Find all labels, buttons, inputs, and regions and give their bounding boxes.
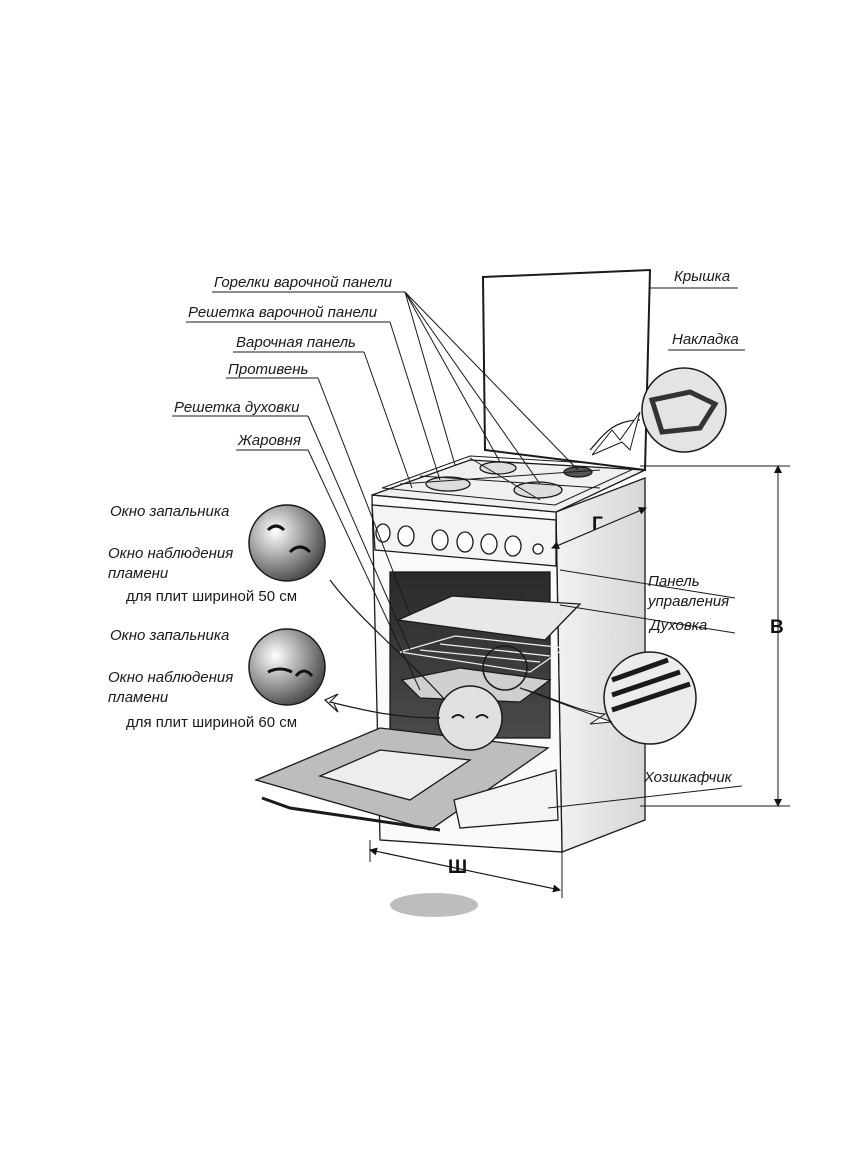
arrow-icon bbox=[329, 579, 446, 701]
label-burners: Горелки варочной панели bbox=[214, 274, 393, 291]
inset-50-flame-window-2: пламени bbox=[108, 565, 169, 582]
label-lid: Крышка bbox=[674, 268, 731, 285]
inset-50-ignition-window: Окно запальника bbox=[110, 503, 230, 520]
label-hob-grate: Решетка варочной панели bbox=[188, 304, 378, 321]
label-storage-drawer: Хозшкафчик bbox=[644, 769, 732, 786]
label-hob: Варочная панель bbox=[236, 334, 356, 351]
knob bbox=[456, 531, 474, 553]
arrow-icon bbox=[591, 411, 641, 456]
inset-50-flame-window-1: Окно наблюдения bbox=[108, 545, 234, 562]
burner bbox=[425, 476, 471, 492]
inset-60-lens bbox=[248, 628, 326, 706]
ignition-window-icon bbox=[267, 667, 293, 674]
leader-lines bbox=[172, 287, 790, 898]
oven-rack bbox=[399, 635, 567, 673]
inset-60-caption: для плит шириной 60 см bbox=[126, 714, 298, 731]
storage-drawer bbox=[453, 769, 559, 829]
stove-lid bbox=[481, 268, 652, 472]
overlay-detail-lens bbox=[589, 367, 727, 456]
arrow-icon bbox=[519, 687, 613, 725]
knob bbox=[532, 543, 544, 555]
label-overlay: Накладка bbox=[672, 331, 739, 348]
knob bbox=[431, 529, 449, 551]
label-control-panel-1: Панель bbox=[648, 573, 700, 590]
inset-50-caption: для плит шириной 50 см bbox=[126, 588, 298, 605]
label-oven: Духовка bbox=[650, 617, 708, 634]
rack-detail-lens bbox=[519, 651, 697, 745]
inset-60-ignition-window: Окно запальника bbox=[110, 627, 230, 644]
arrow-icon bbox=[323, 693, 441, 719]
flame-window-icon bbox=[288, 545, 312, 554]
label-control-panel-2: управления bbox=[648, 593, 730, 610]
knob bbox=[480, 533, 498, 555]
inset-50-lens bbox=[248, 504, 326, 582]
dimension-depth: Г bbox=[592, 514, 603, 535]
label-baking-tray: Противень bbox=[228, 361, 309, 378]
label-oven-rack: Решетка духовки bbox=[174, 399, 300, 416]
knob bbox=[504, 535, 522, 557]
dimension-width: Ш bbox=[448, 857, 468, 878]
oven-door-glass bbox=[318, 749, 472, 801]
burner bbox=[479, 461, 517, 475]
baking-tray bbox=[395, 595, 582, 641]
knob bbox=[397, 525, 415, 547]
dimension-height: В bbox=[770, 617, 784, 638]
ignition-window-icon bbox=[266, 524, 286, 532]
page-marker bbox=[390, 893, 478, 917]
flame-window-icon bbox=[294, 669, 314, 677]
door-handle bbox=[261, 796, 441, 832]
burner bbox=[513, 481, 563, 499]
label-roasting-pan: Жаровня bbox=[238, 432, 301, 449]
inset-60-flame-window-2: пламени bbox=[108, 689, 169, 706]
inset-60-flame-window-1: Окно наблюдения bbox=[108, 669, 234, 686]
